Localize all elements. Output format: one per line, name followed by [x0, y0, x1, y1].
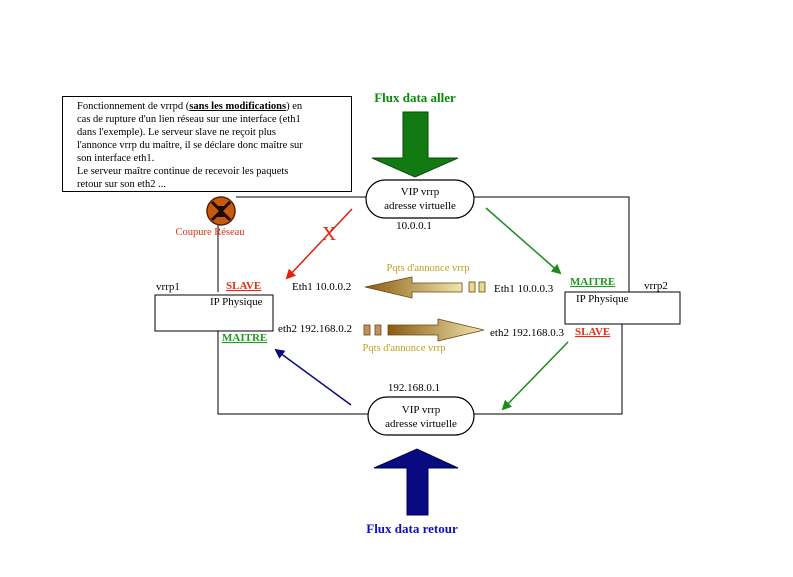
forward-flow-arrow: [485, 207, 562, 275]
vrrp1-eth2: eth2 192.168.0.2: [278, 323, 352, 335]
vip-top-line2: adresse virtuelle: [384, 200, 456, 212]
link-bottom-left: [217, 330, 368, 415]
flux-aller-arrow: [371, 111, 459, 178]
note-line-6: Le serveur maître continue de recevoir l…: [77, 166, 289, 177]
vip-bottom-line2: adresse virtuelle: [385, 418, 457, 430]
vrrp2-eth1: Eth1 10.0.0.3: [494, 283, 554, 295]
failed-flow-arrow: [285, 208, 353, 280]
flux-retour-label: Flux data retour: [366, 521, 458, 536]
vip-top-ip: 10.0.0.1: [396, 220, 432, 232]
vrrp1-box: [154, 294, 274, 332]
vrrp1-state-slave: SLAVE: [226, 280, 261, 292]
note-line-4: l'annonce vrrp du maître, il se déclare …: [77, 140, 303, 151]
note-emphasis: sans les modifications: [189, 101, 287, 112]
cut-x-mark: X: [322, 223, 337, 245]
pqts-top-label: Pqts d'annonce vrrp: [387, 263, 470, 274]
vip-bottom-ip: 192.168.0.1: [388, 382, 440, 394]
vrrp1-state-maitre: MAITRE: [222, 332, 267, 344]
return-flow-arrow-right: [501, 341, 569, 411]
explanation-note: Fonctionnement de vrrpd (sans les modifi…: [62, 96, 352, 192]
vip-bottom-node: [367, 396, 475, 436]
vrrp2-state-slave: SLAVE: [575, 326, 610, 338]
note-line-1: Fonctionnement de vrrpd (sans les modifi…: [77, 101, 303, 112]
vrrp2-eth2: eth2 192.168.0.3: [490, 327, 564, 339]
vrrp2-box: [564, 291, 681, 325]
vrrp2-ip-label: IP Physique: [576, 293, 629, 305]
vrrp2-state-maitre: MAITRE: [570, 276, 615, 288]
flux-aller-label: Flux data aller: [374, 90, 456, 105]
coupure-label: Coupure Réseau: [175, 227, 245, 238]
link-top-right: [474, 196, 630, 292]
vip-top-node: [365, 179, 475, 219]
note-line-2: cas de rupture d'un lien réseau sur une …: [77, 114, 301, 125]
vrrp2-name: vrrp2: [644, 280, 668, 292]
vrrp1-ip-label: IP Physique: [210, 296, 263, 308]
vip-top-line1: VIP vrrp: [401, 186, 440, 198]
pqts-bottom-label: Pqts d'annonce vrrp: [363, 343, 446, 354]
vrrp1-eth1: Eth1 10.0.0.2: [292, 281, 351, 293]
return-flow-arrow-left: [274, 348, 352, 406]
note-line-7: retour sur son eth2 ...: [77, 179, 166, 190]
vip-bottom-line1: VIP vrrp: [402, 404, 441, 416]
vrrp1-name: vrrp1: [156, 281, 180, 293]
flux-retour-arrow: [373, 448, 459, 516]
note-line-3: dans l'exemple). Le serveur slave ne reç…: [77, 127, 276, 138]
announce-arrow-bottom: [363, 318, 485, 342]
announce-arrow-top: [364, 276, 486, 299]
network-cut-icon: [206, 196, 236, 226]
note-line-5: son interface eth1.: [77, 153, 155, 164]
